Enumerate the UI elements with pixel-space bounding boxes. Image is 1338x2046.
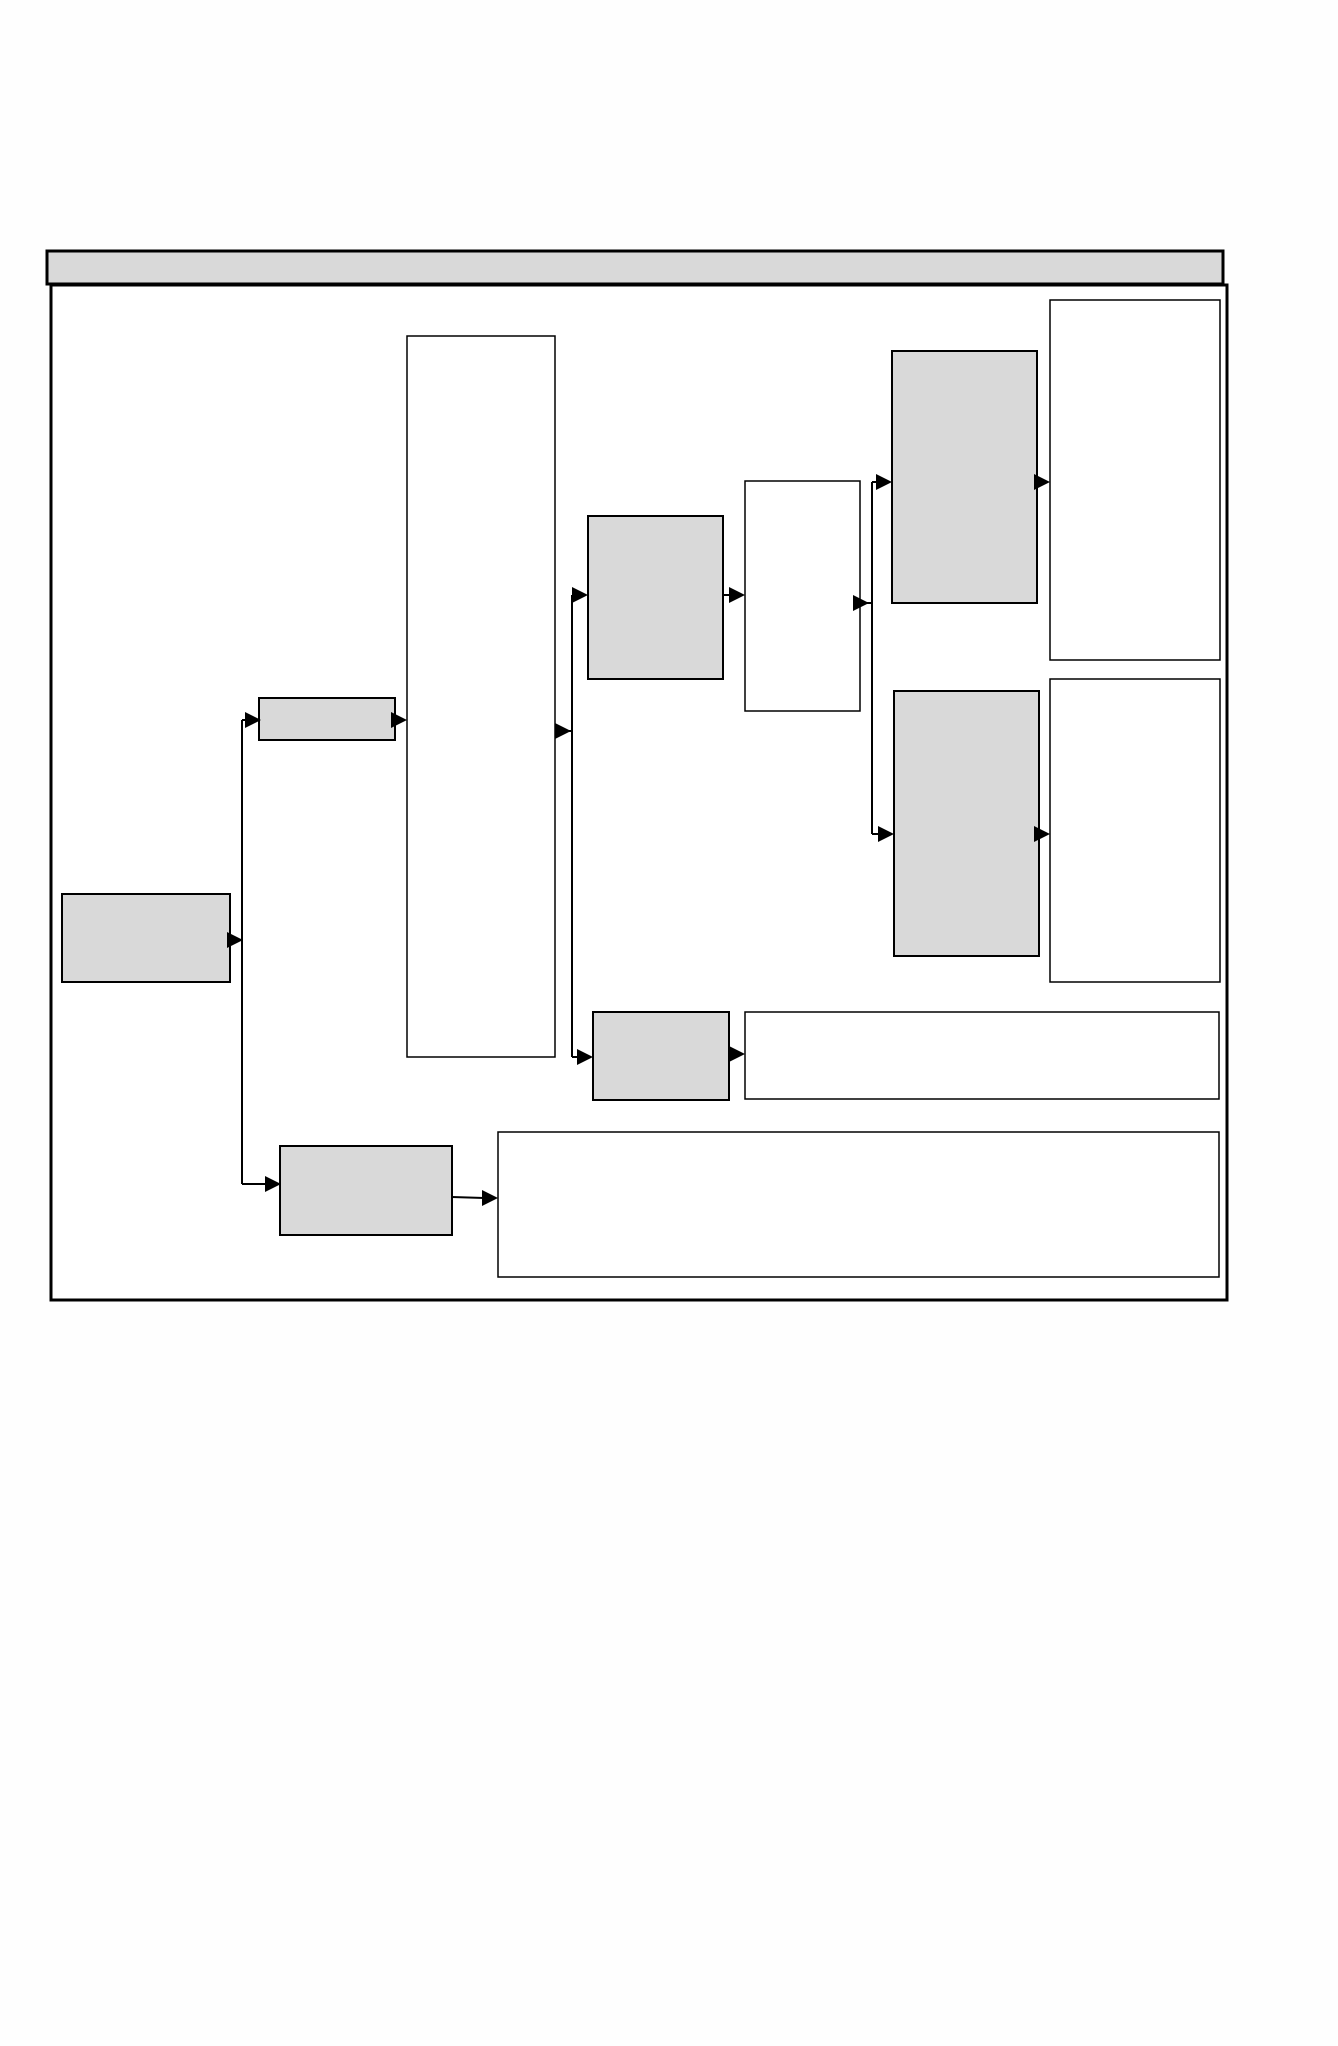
arrow-to-right-upper (876, 474, 892, 490)
node-right-lower-detail (1049, 678, 1221, 983)
arrow-detail-out (853, 595, 869, 611)
node-right-lower (893, 690, 1040, 957)
node-mid-upper-detail (744, 480, 861, 712)
arrow-to-mid-upper-detail (729, 587, 745, 603)
arrow-list-out (555, 723, 571, 739)
arrow-to-branch-bottom-detail (482, 1190, 498, 1206)
arrow-to-right-lower-detail (1034, 826, 1050, 842)
node-branch-bottom-detail (497, 1131, 1220, 1278)
arrow-root-out (227, 932, 243, 948)
arrow-to-mid-lower (577, 1049, 593, 1065)
node-branch-bottom (279, 1145, 453, 1236)
arrow-to-branch-top (245, 712, 261, 728)
connector-branch-bottom-to-detail (451, 1196, 485, 1199)
node-mid-lower-detail (744, 1011, 1220, 1100)
arrow-to-right-lower (878, 826, 894, 842)
node-right-upper (891, 350, 1038, 604)
node-branch-top (258, 697, 396, 741)
diagram-header-bar (45, 249, 1225, 286)
arrow-to-mid-lower-detail (729, 1046, 745, 1062)
node-root (61, 893, 231, 983)
node-right-upper-detail (1049, 299, 1221, 661)
node-tall-list (406, 335, 556, 1058)
node-mid-lower (592, 1011, 730, 1101)
arrow-to-right-upper-detail (1034, 474, 1050, 490)
arrow-to-tall-list (391, 712, 407, 728)
node-mid-upper (587, 515, 724, 680)
arrow-to-mid-upper (572, 587, 588, 603)
arrow-to-branch-bottom (265, 1176, 281, 1192)
